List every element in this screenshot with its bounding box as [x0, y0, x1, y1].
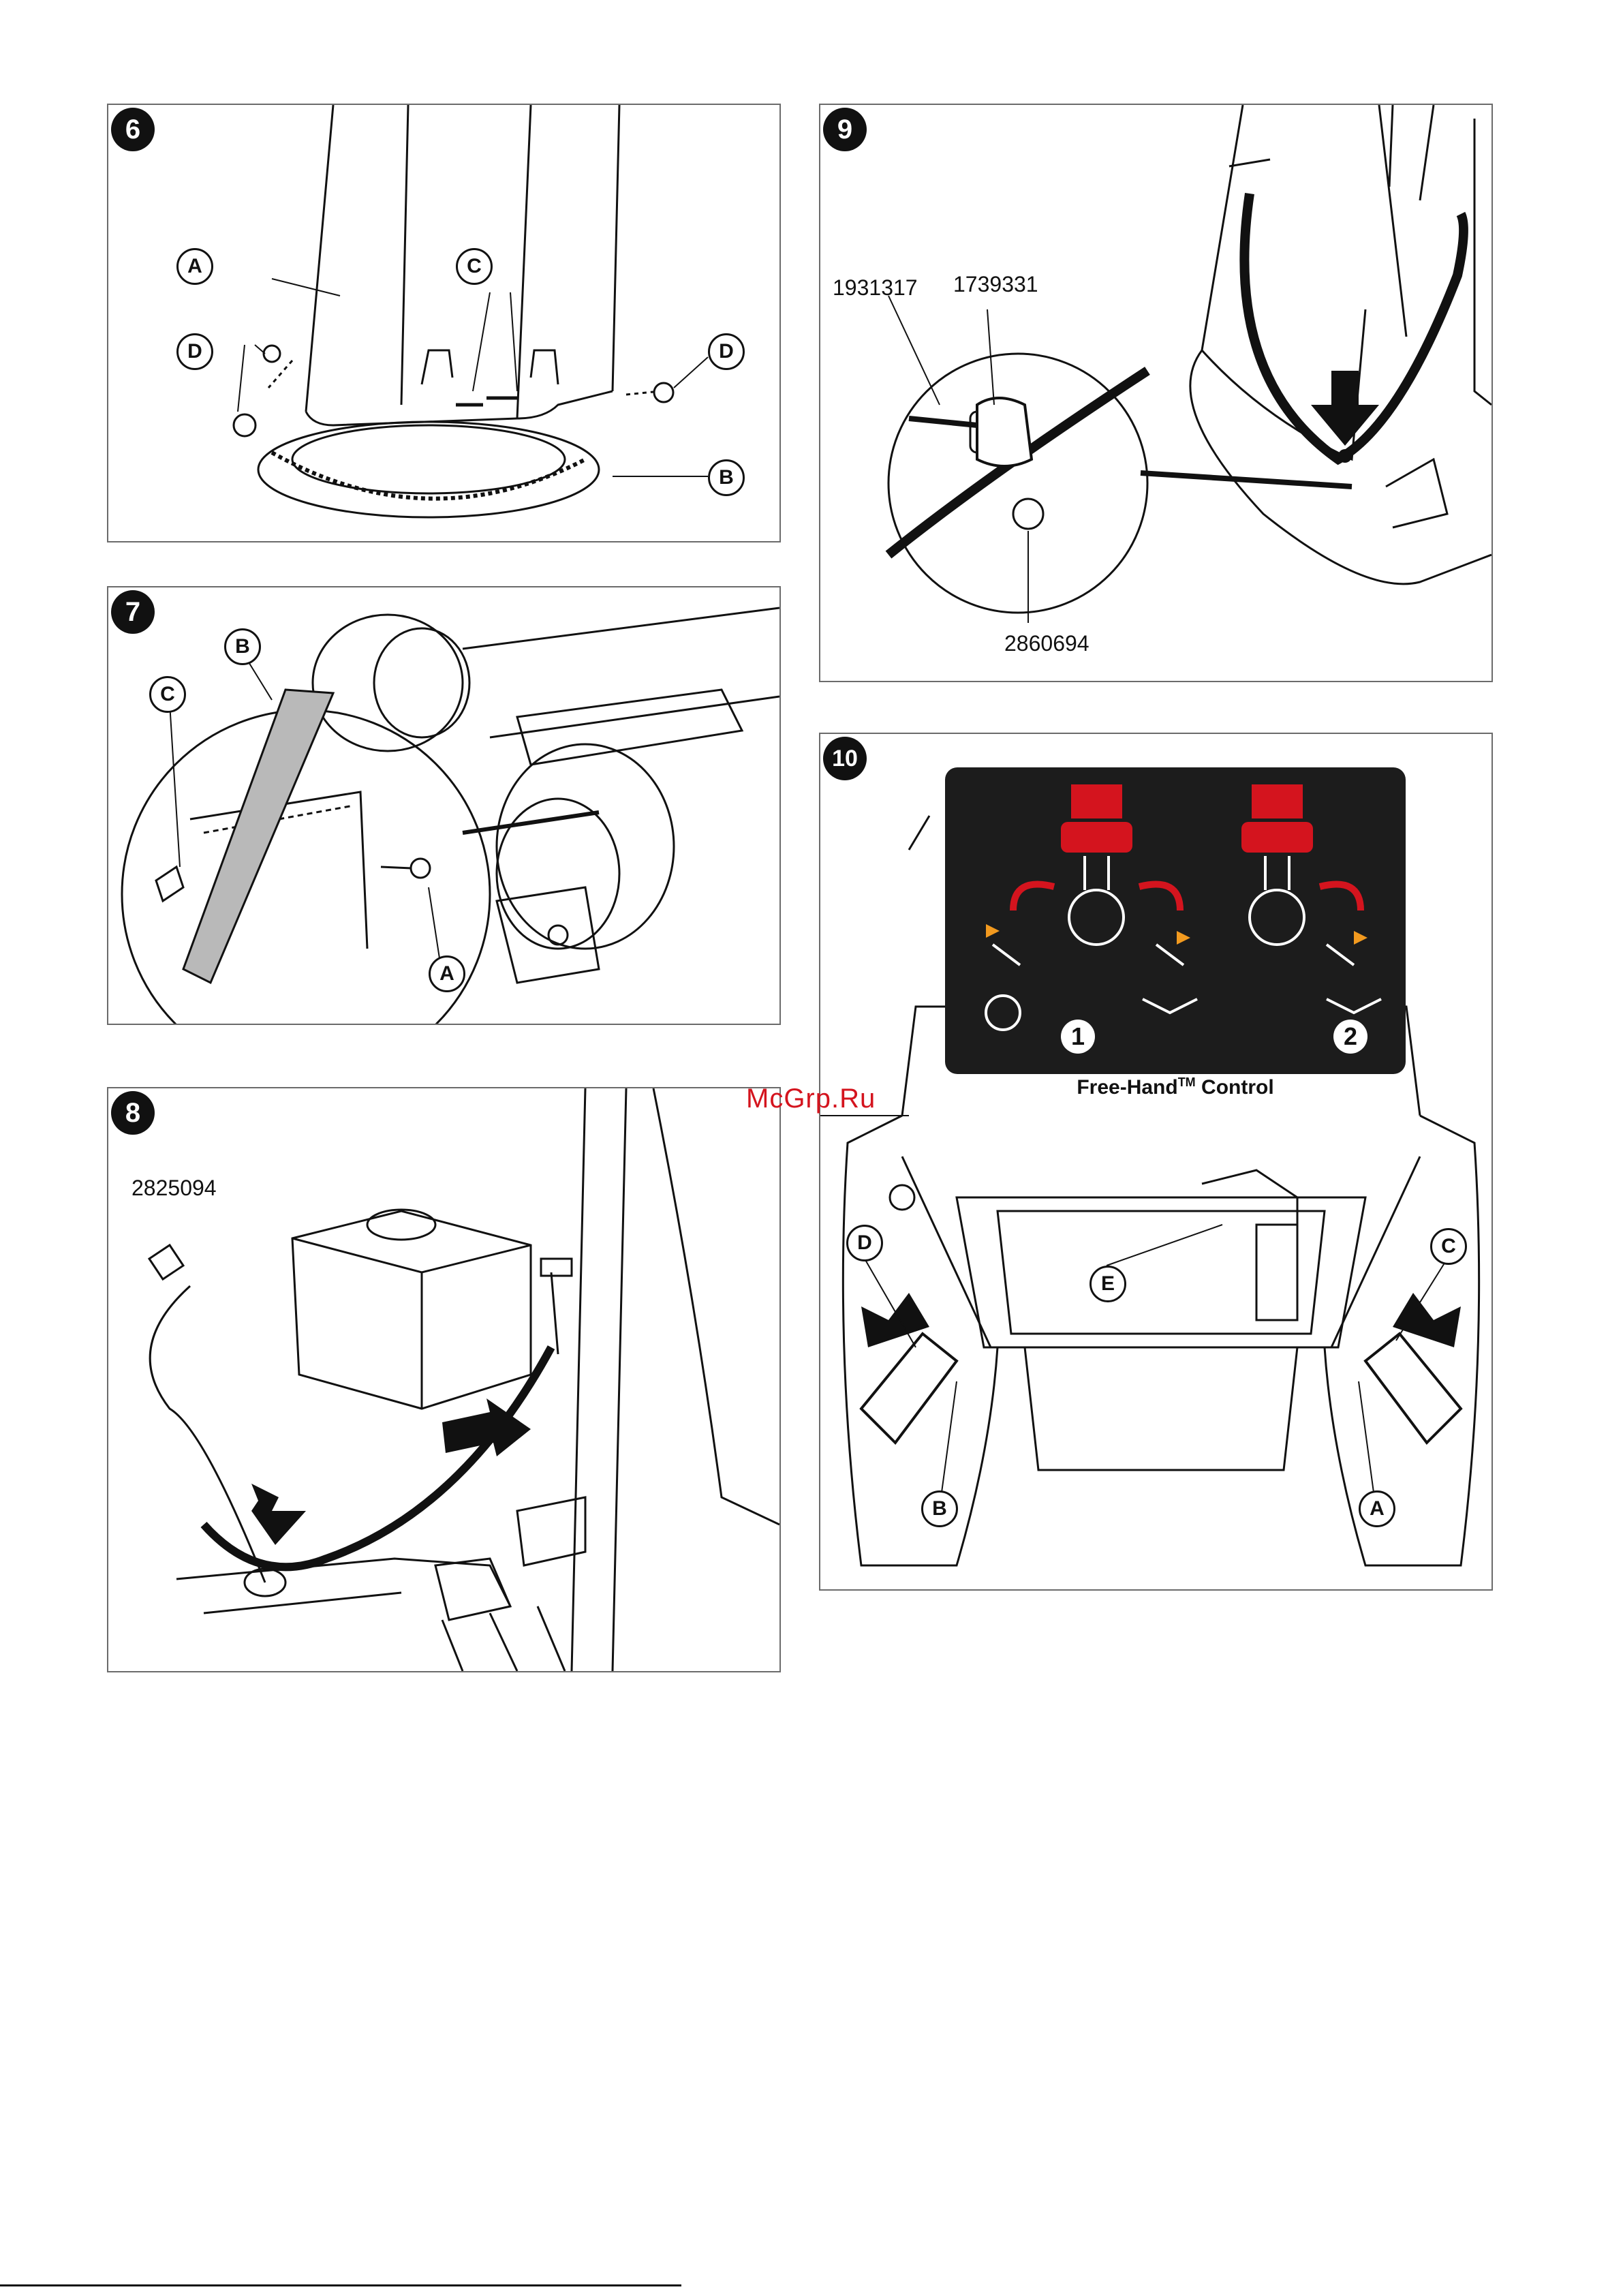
figure-8-panel: 8 2825094 [107, 1087, 781, 1672]
part-number-label: 2860694 [1004, 631, 1089, 656]
figure-9-panel: 9 1931317 1739331 2860694 [819, 104, 1493, 682]
callout-label: B [921, 1490, 958, 1527]
part-number-label: 2825094 [132, 1176, 217, 1201]
callout-label: D [708, 333, 745, 370]
watermark-text: McGrp.Ru [746, 1084, 876, 1114]
step-number-badge: 2 [1333, 1020, 1367, 1054]
callout-label: A [1359, 1490, 1395, 1527]
part-number-label: 1739331 [953, 272, 1038, 297]
callout-label: C [1430, 1228, 1467, 1265]
figure-7-panel: 7 C B A [107, 586, 781, 1025]
figure-6-panel: 6 A C D D B [107, 104, 781, 542]
callout-label: B [708, 459, 745, 496]
decal-caption-trademark: TM [1178, 1075, 1196, 1089]
callout-label: A [429, 955, 465, 992]
callout-label: C [149, 676, 186, 713]
chute-assembly-illustration [108, 105, 779, 541]
figure-number-badge: 7 [111, 590, 155, 634]
callout-label: B [224, 628, 261, 665]
decal-caption-tail: Control [1196, 1076, 1274, 1099]
figure-number-badge: 10 [823, 737, 867, 780]
free-hand-control-decal: 1 2 [945, 767, 1406, 1074]
callout-label: D [176, 333, 213, 370]
figure-number-badge: 6 [111, 108, 155, 151]
footer-divider [0, 2284, 681, 2286]
decal-caption-main: Free-Hand [1077, 1076, 1177, 1099]
callout-label: C [456, 248, 493, 285]
figure-number-badge: 9 [823, 108, 867, 151]
callout-label: A [176, 248, 213, 285]
callout-label: E [1089, 1266, 1126, 1302]
callout-label: D [846, 1225, 883, 1261]
decal-caption: Free-HandTM Control [945, 1075, 1406, 1099]
part-number-label: 1931317 [833, 275, 918, 301]
step-number-badge: 1 [1061, 1020, 1095, 1054]
figure-number-badge: 8 [111, 1091, 155, 1135]
cable-clamp-illustration [820, 105, 1491, 681]
